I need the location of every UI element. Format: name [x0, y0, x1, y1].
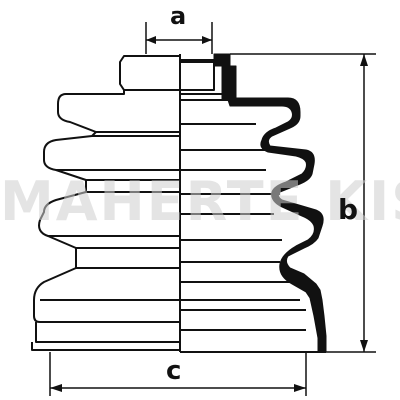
boot-right-neck: [180, 59, 222, 95]
dimension-b: [230, 53, 376, 353]
dimension-a: [145, 22, 213, 54]
boot-right-wall: [213, 53, 327, 353]
watermark: MAHERTE KISS: [0, 170, 400, 233]
dimension-a-label: a: [170, 2, 187, 30]
boot-left-folds: [35, 131, 180, 326]
boot-right-section: [179, 54, 326, 353]
dimension-c: [49, 352, 307, 396]
dimension-c-label: c: [166, 356, 182, 386]
dimension-b-label: b: [338, 193, 359, 226]
